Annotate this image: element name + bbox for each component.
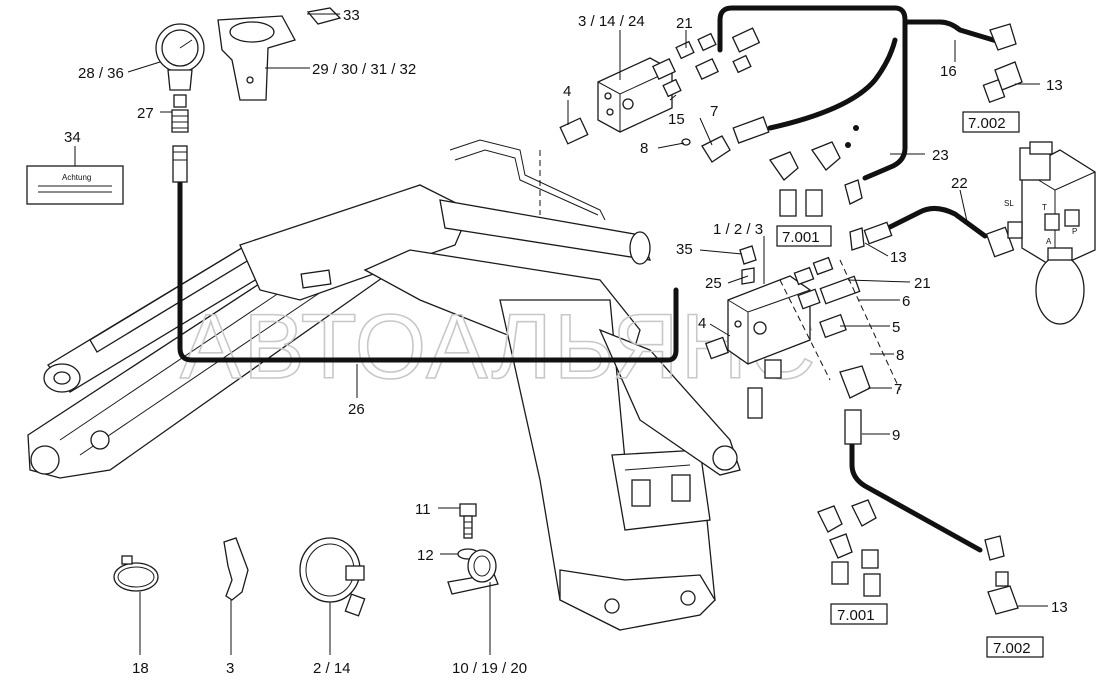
- adapter-group-lower: [817, 499, 881, 597]
- label-3-14-24: 3 / 14 / 24: [578, 13, 645, 30]
- warning-sign: Achtung: [26, 165, 124, 205]
- label-6: 6: [902, 293, 910, 310]
- label-18: 18: [132, 660, 149, 677]
- label-7-top: 7: [710, 103, 718, 120]
- label-8-mid: 8: [896, 347, 904, 364]
- label-23: 23: [932, 147, 949, 164]
- leader-lines: [74, 13, 1048, 655]
- port-p: P: [1072, 227, 1077, 236]
- clamp-3: [223, 537, 249, 601]
- label-10-19-20: 10 / 19 / 20: [452, 660, 527, 677]
- hoses: [177, 5, 1003, 553]
- port-t: T: [1042, 203, 1047, 212]
- pressure-gauge-icon: [155, 23, 205, 183]
- mounting-bracket: [217, 15, 296, 101]
- boxed-references: 7.002 7.001 7.001 7.002: [776, 111, 1044, 658]
- label-26: 26: [348, 401, 365, 418]
- label-13-top: 13: [1046, 77, 1063, 94]
- port-a: A: [1046, 237, 1052, 246]
- label-35: 35: [676, 241, 693, 258]
- label-11: 11: [415, 501, 431, 518]
- part-labels: 3 / 14 / 24 33 28 / 36 29 / 30 / 31 / 32…: [64, 7, 1068, 677]
- label-12: 12: [417, 547, 434, 564]
- tee-fitting-lower: [984, 535, 1019, 615]
- fittings-middle: [768, 125, 893, 251]
- ref-7002-low: 7.002: [993, 640, 1031, 657]
- hose-26: [177, 179, 679, 363]
- ref-7002-top: 7.002: [968, 115, 1006, 132]
- label-16: 16: [940, 63, 957, 80]
- hose-9: [849, 437, 983, 553]
- label-25: 25: [705, 275, 722, 292]
- label-15: 15: [668, 111, 685, 128]
- sign-title: Achtung: [62, 173, 91, 182]
- label-27: 27: [137, 105, 154, 122]
- bolt-clamp-set: [447, 503, 499, 595]
- hose-clamp: [299, 537, 366, 617]
- ref-7001-mid: 7.001: [782, 229, 820, 246]
- hydraulic-accumulator-icon: [985, 141, 1096, 325]
- hose-upper-7: [767, 37, 898, 131]
- label-29-30-31-32: 29 / 30 / 31 / 32: [312, 61, 416, 78]
- label-2-14: 2 / 14: [313, 660, 351, 677]
- excavator-arm: [27, 139, 741, 631]
- valve-block-main: [704, 245, 871, 445]
- label-13-low: 13: [1051, 599, 1068, 616]
- label-4-mid: 4: [698, 315, 706, 332]
- label-8-top: 8: [640, 140, 648, 157]
- label-13-mid: 13: [890, 249, 907, 266]
- hose-16-b: [902, 19, 1003, 45]
- label-4-top: 4: [563, 83, 571, 100]
- label-21-mid: 21: [914, 275, 931, 292]
- port-sl: SL: [1004, 199, 1014, 208]
- label-28-36: 28 / 36: [78, 65, 124, 82]
- pad-33: [306, 7, 342, 25]
- hose-22: [877, 206, 988, 239]
- label-3: 3: [226, 660, 234, 677]
- label-33: 33: [343, 7, 360, 24]
- label-34: 34: [64, 129, 81, 146]
- label-7-mid: 7: [894, 381, 902, 398]
- tee-fitting-upper: [982, 23, 1023, 104]
- label-21-top: 21: [676, 15, 693, 32]
- label-9: 9: [892, 427, 900, 444]
- label-5: 5: [892, 319, 900, 336]
- label-22: 22: [951, 175, 968, 192]
- label-1-2-3: 1 / 2 / 3: [713, 221, 763, 238]
- hose-16: [717, 5, 908, 181]
- clip-18: [113, 555, 159, 592]
- valve-block-icon: [559, 27, 770, 163]
- ref-7001-low: 7.001: [837, 607, 875, 624]
